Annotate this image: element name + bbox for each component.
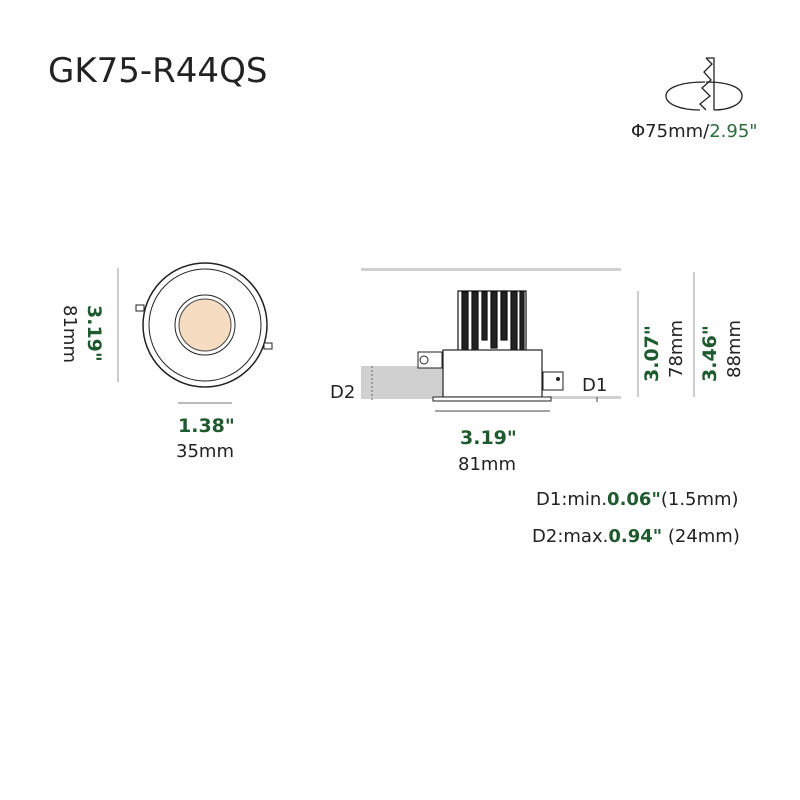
lens-diameter-mm: 35mm — [176, 441, 234, 462]
product-title: GK75-R44QS — [48, 51, 267, 91]
body-height-in: 3.07" — [641, 325, 663, 382]
cutout-icon — [665, 57, 743, 111]
side-view — [361, 268, 695, 412]
front-view — [117, 262, 273, 404]
lens — [178, 298, 232, 352]
d2-label: D2 — [330, 382, 355, 403]
d1-label: D1 — [582, 375, 607, 396]
body-height-mm: 78mm — [666, 320, 687, 378]
front-height-mm: 81mm — [59, 305, 80, 363]
total-height-in: 3.46" — [699, 325, 721, 382]
front-height-in: 3.19" — [83, 305, 105, 362]
heatsink-icon — [457, 290, 527, 352]
total-height-mm: 88mm — [724, 320, 745, 378]
lens-diameter-in: 1.38" — [178, 415, 235, 437]
note-d1: D1:min.0.06"(1.5mm) — [536, 489, 739, 510]
side-width-in: 3.19" — [460, 427, 517, 449]
side-width-mm: 81mm — [458, 454, 516, 475]
cutout-mm: Φ75mm/2.95" — [631, 121, 758, 142]
note-d2: D2:max.0.94" (24mm) — [532, 526, 740, 547]
